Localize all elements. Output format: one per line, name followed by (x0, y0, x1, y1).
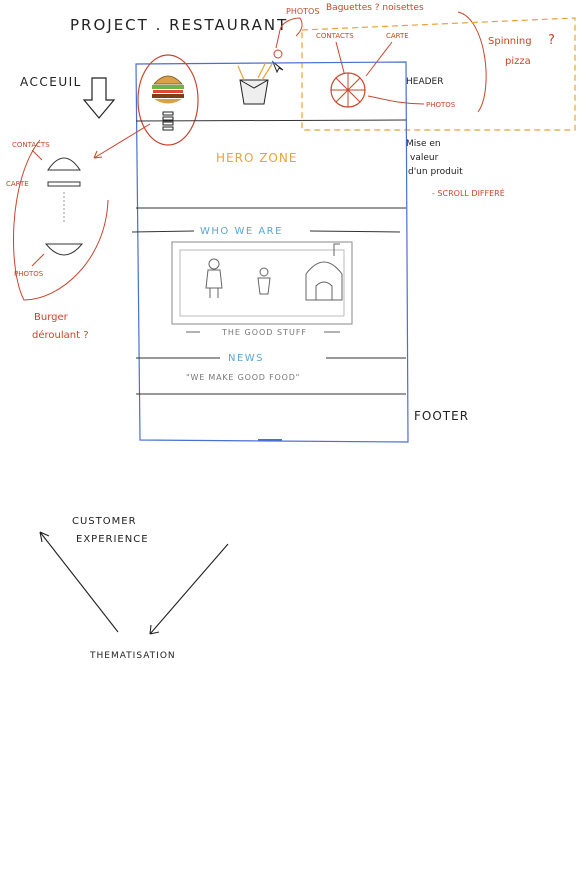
header-photos-label: PHOTOS (426, 101, 456, 109)
chef-figure-icon (205, 258, 223, 298)
spinning-arrow (457, 11, 487, 113)
experience-label: EXPERIENCE (76, 534, 149, 545)
pizza-note: pizza (505, 56, 531, 67)
burger-menu-icon (162, 111, 174, 131)
pizza-oven-icon (305, 243, 343, 301)
pizza-icon (330, 72, 366, 108)
hero-zone-label: HERO ZONE (216, 151, 297, 165)
who-we-are-image-inner (179, 249, 345, 317)
menu-contacts-label: CONTACTS (12, 141, 50, 149)
photos-arrow (275, 17, 303, 49)
top-note-question: Baguettes ? noisettes (326, 3, 424, 13)
burger-icon (152, 75, 184, 104)
header-contacts-label: CONTACTS (316, 32, 354, 40)
footer-label: FOOTER (414, 409, 469, 423)
burger-circle (137, 54, 199, 146)
photos-dot (273, 49, 283, 59)
menu-photos-label: PHOTOS (14, 270, 44, 278)
burger-menu-outline (13, 139, 109, 301)
noodle-box-icon (237, 61, 273, 105)
menu-contacts-arrow (31, 149, 43, 161)
who-we-are-image (171, 241, 353, 325)
thematisation-arrow (149, 543, 229, 635)
news-label: NEWS (228, 353, 264, 364)
header-dashed-box (301, 17, 576, 131)
page-title: PROJECT . RESTAURANT (70, 16, 288, 34)
phone-frame (135, 61, 409, 443)
thematisation-label: THEMATISATION (89, 651, 176, 661)
who-line-right (309, 230, 401, 233)
scroll-note: - SCROLL DIFFERÉ (432, 187, 505, 198)
cook-figure-icon (257, 267, 271, 295)
cursor-icon (271, 60, 284, 74)
header-divider (135, 119, 407, 122)
note-line1: Mise en (406, 139, 441, 149)
burger-note-1: Burger (34, 312, 69, 323)
customer-label: CUSTOMER (72, 516, 137, 527)
acceuil-label: ACCEUIL (20, 75, 82, 89)
burger-note-2: déroulant ? (32, 329, 89, 341)
note-line3: d'un produit (408, 167, 463, 177)
good-stuff-label: THE GOOD STUFF (221, 328, 307, 337)
news-quote: "WE MAKE GOOD FOOD" (186, 373, 300, 382)
who-we-are-label: WHO WE ARE (200, 226, 283, 237)
menu-bun-bottom-icon (44, 243, 84, 256)
menu-patty-icon (47, 181, 81, 187)
top-note-photos: PHOTOS (286, 7, 319, 16)
header-carte-label: CARTE (386, 32, 409, 40)
down-arrow-icon (82, 77, 116, 119)
who-line-left (131, 230, 195, 233)
menu-carte-label: CARTE (6, 180, 29, 188)
note-line2: valeur (410, 153, 439, 163)
customer-arrow (39, 531, 119, 633)
header-label: HEADER (406, 77, 443, 87)
menu-photos-arrow (31, 253, 45, 267)
header-photos-arrow (367, 95, 425, 105)
question-mark: ? (548, 33, 555, 48)
burger-menu-arrow (93, 123, 151, 159)
spinning-note: Spinning (488, 36, 532, 47)
menu-bun-top-icon (47, 157, 81, 171)
